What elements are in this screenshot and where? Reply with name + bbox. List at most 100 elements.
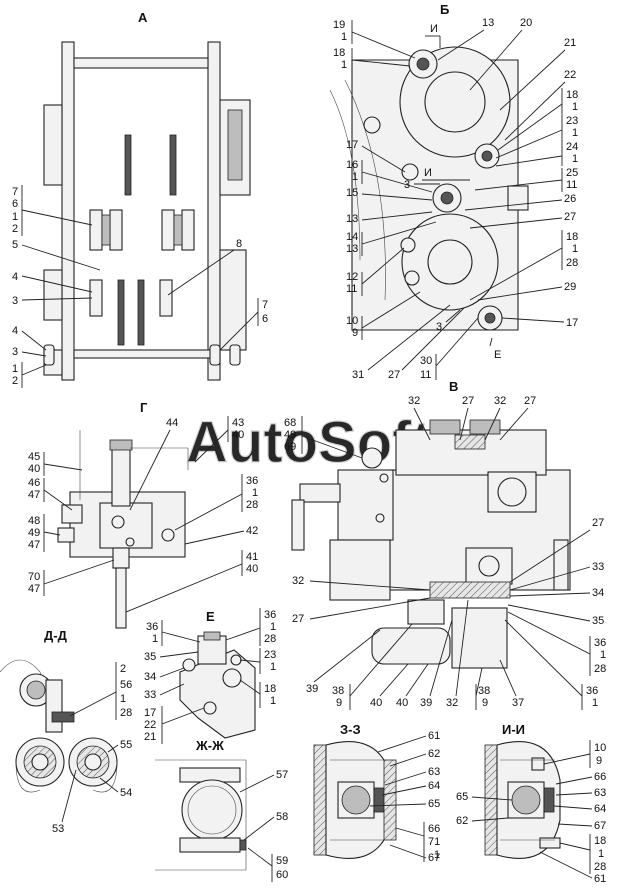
label-40: 40 bbox=[370, 697, 382, 709]
label-16: 16 bbox=[346, 159, 358, 171]
view-zz-section bbox=[313, 741, 397, 859]
label-36: 36 bbox=[246, 475, 258, 487]
label-17: 17 bbox=[566, 317, 578, 329]
label-36: 36 bbox=[586, 685, 598, 697]
label-65: 65 bbox=[428, 798, 440, 810]
label-61: 61 bbox=[594, 873, 606, 885]
label-66: 66 bbox=[594, 771, 606, 783]
label-1: 1 bbox=[270, 695, 276, 707]
label-41: 41 bbox=[246, 551, 258, 563]
view-b-housing bbox=[329, 46, 529, 331]
label-1: 1 bbox=[12, 211, 18, 223]
label-28: 28 bbox=[594, 663, 606, 675]
label-38: 38 bbox=[478, 685, 490, 697]
label-18: 18 bbox=[566, 231, 578, 243]
view-g: Г 44 43 40 45 40 46 bbox=[28, 400, 258, 629]
view-ii: И-И 10 9 66 65 63 64 62 67 bbox=[456, 722, 606, 885]
label-27: 27 bbox=[564, 211, 576, 223]
label-61: 61 bbox=[428, 730, 440, 742]
label-71: 71 bbox=[428, 836, 440, 848]
label-62: 62 bbox=[428, 748, 440, 760]
view-zhzh-title: Ж-Ж bbox=[195, 738, 224, 753]
label-36: 36 bbox=[594, 637, 606, 649]
label-28: 28 bbox=[264, 633, 276, 645]
label-27: 27 bbox=[292, 613, 304, 625]
label-11: 11 bbox=[346, 283, 357, 295]
label-10: 10 bbox=[594, 742, 606, 754]
view-v-title: В bbox=[449, 379, 458, 394]
label-55: 55 bbox=[120, 739, 132, 751]
label-67: 67 bbox=[594, 820, 606, 832]
label-21: 21 bbox=[144, 731, 156, 743]
label-9: 9 bbox=[336, 697, 342, 709]
label-23: 23 bbox=[264, 649, 276, 661]
label-36: 36 bbox=[264, 609, 276, 621]
view-e-bracket bbox=[179, 631, 256, 739]
label-35: 35 bbox=[144, 651, 156, 663]
view-zz: З-З 61 62 63 64 65 66 71 1 67 bbox=[313, 722, 440, 864]
label-44: 44 bbox=[166, 417, 178, 429]
label-3: 3 bbox=[12, 295, 18, 307]
label-15: 15 bbox=[346, 187, 358, 199]
label-31: 31 bbox=[352, 369, 364, 381]
label-54: 54 bbox=[120, 787, 132, 799]
label-29: 29 bbox=[564, 281, 576, 293]
label-4: 4 bbox=[12, 271, 18, 283]
view-a-callouts: 7 6 1 2 5 4 3 8 7 6 4 3 1 2 bbox=[12, 185, 268, 388]
label-37: 37 bbox=[512, 697, 524, 709]
label-21: 21 bbox=[564, 37, 576, 49]
label-18: 18 bbox=[566, 89, 578, 101]
label-39: 39 bbox=[306, 683, 318, 695]
label-1: 1 bbox=[341, 59, 347, 71]
label-1: 1 bbox=[572, 243, 578, 255]
label-43: 43 bbox=[232, 417, 244, 429]
label-27: 27 bbox=[524, 395, 536, 407]
label-28: 28 bbox=[246, 499, 258, 511]
label-63: 63 bbox=[594, 787, 606, 799]
label-62: 62 bbox=[456, 815, 468, 827]
label-12: 12 bbox=[346, 271, 358, 283]
view-zhzh: Ж-Ж 57 58 59 60 bbox=[155, 738, 288, 882]
view-e: Е 36 1 36 1 28 35 23 1 34 bbox=[144, 608, 276, 744]
label-35: 35 bbox=[592, 615, 604, 627]
label-6: 6 bbox=[12, 198, 18, 210]
label-47: 47 bbox=[28, 583, 40, 595]
label-40: 40 bbox=[396, 697, 408, 709]
label-53: 53 bbox=[52, 823, 64, 835]
label-4-bottom: 4 bbox=[12, 325, 18, 337]
label-45: 45 bbox=[28, 451, 40, 463]
label-33: 33 bbox=[592, 561, 604, 573]
label-9: 9 bbox=[482, 697, 488, 709]
label-25: 25 bbox=[566, 167, 578, 179]
label-32: 32 bbox=[408, 395, 420, 407]
view-g-valve-block bbox=[57, 430, 189, 629]
label-1: 1 bbox=[270, 661, 276, 673]
label-47: 47 bbox=[28, 489, 40, 501]
label-3-bottom: 3 bbox=[12, 346, 18, 358]
label-18: 18 bbox=[264, 683, 276, 695]
label-18: 18 bbox=[594, 835, 606, 847]
label-13: 13 bbox=[346, 213, 358, 225]
view-a-frame bbox=[43, 41, 251, 381]
view-g-callouts: 44 43 40 45 40 46 47 36 1 28 42 48 49 47 bbox=[28, 416, 258, 613]
view-dd: Д-Д 2 56 1 28 55 54 53 bbox=[0, 628, 132, 835]
label-58: 58 bbox=[276, 811, 288, 823]
label-32: 32 bbox=[446, 697, 458, 709]
label-3: 3 bbox=[404, 179, 410, 191]
label-33: 33 bbox=[144, 689, 156, 701]
label-32: 32 bbox=[494, 395, 506, 407]
view-g-title: Г bbox=[140, 400, 148, 415]
label-40: 40 bbox=[232, 429, 244, 441]
view-v-hydraulic-unit bbox=[291, 419, 571, 669]
label-1: 1 bbox=[252, 487, 258, 499]
label-27: 27 bbox=[462, 395, 474, 407]
label-49: 49 bbox=[28, 527, 40, 539]
label-42: 42 bbox=[246, 525, 258, 537]
label-40: 40 bbox=[28, 463, 40, 475]
label-1: 1 bbox=[434, 849, 440, 861]
label-11: 11 bbox=[566, 179, 577, 191]
label-24: 24 bbox=[566, 141, 578, 153]
label-23: 23 bbox=[566, 115, 578, 127]
label-38: 38 bbox=[332, 685, 344, 697]
